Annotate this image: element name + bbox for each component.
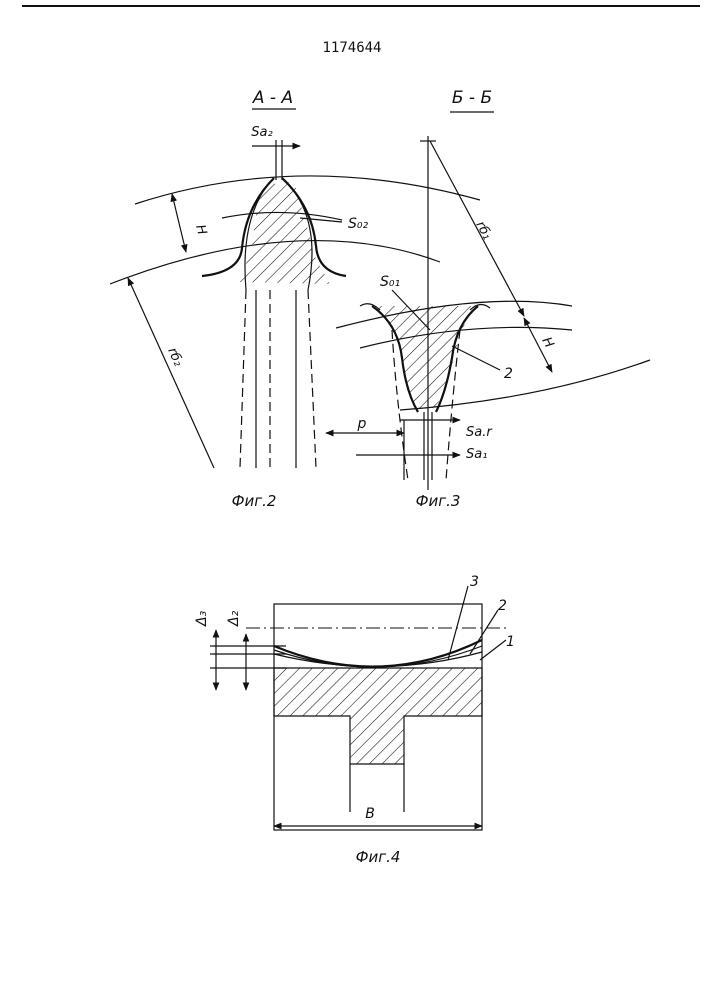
fig4-part2-leader bbox=[470, 610, 498, 654]
fig4-part2-label: 2 bbox=[498, 598, 507, 614]
fig2-s02-label: S₀₂ bbox=[348, 216, 368, 232]
fig2-caption: Фиг.2 bbox=[232, 492, 277, 510]
fig3-sar-label: Sa.r bbox=[466, 425, 493, 440]
fig3-part2-leader bbox=[452, 346, 500, 370]
fig4-part3-label: 3 bbox=[470, 574, 479, 590]
fig4-hatched-body bbox=[274, 668, 482, 764]
fig3-s01-label: S₀₁ bbox=[380, 274, 400, 290]
fig3-h-label: H bbox=[538, 335, 556, 351]
fig2-section-label: A - A bbox=[252, 88, 293, 108]
fig2-proj-line-5 bbox=[308, 290, 316, 468]
fig2-rb2-radius bbox=[128, 278, 214, 468]
fig2-proj-line-1 bbox=[240, 290, 246, 468]
fig3-part2-label: 2 bbox=[504, 366, 513, 382]
fig3-p-label: p bbox=[357, 416, 367, 432]
fig3-section-label: Б - Б bbox=[452, 88, 492, 108]
fig4-b-label: B bbox=[365, 806, 375, 822]
fig3-rb1-label: rб₁ bbox=[472, 219, 494, 242]
fig4-caption: Фиг.4 bbox=[356, 848, 401, 866]
fig4-part1-label: 1 bbox=[506, 634, 515, 650]
patent-number: 1174644 bbox=[322, 40, 381, 56]
fig4-delta3-label: Δ₃ bbox=[194, 610, 210, 627]
fig2-tooth-section bbox=[238, 182, 330, 284]
fig2-sa2-label: Sa₂ bbox=[251, 125, 272, 140]
fig4-part3-leader bbox=[448, 586, 468, 660]
figure-4: 3 2 1 Δ₃ Δ₂ B Фиг.4 bbox=[194, 574, 515, 866]
fig4-delta2-label: Δ₂ bbox=[226, 610, 242, 627]
fig4-profile-3 bbox=[274, 640, 482, 667]
fig4-part1-leader bbox=[480, 640, 506, 660]
fig3-caption: Фиг.3 bbox=[416, 492, 461, 510]
fig3-sa1-label: Sa₁ bbox=[466, 447, 487, 462]
figure-3: Б - Б rб₁ H S₀₁ 2 bbox=[326, 88, 650, 510]
fig2-h-dimension bbox=[172, 194, 186, 252]
fig2-h-label: H bbox=[192, 223, 209, 237]
